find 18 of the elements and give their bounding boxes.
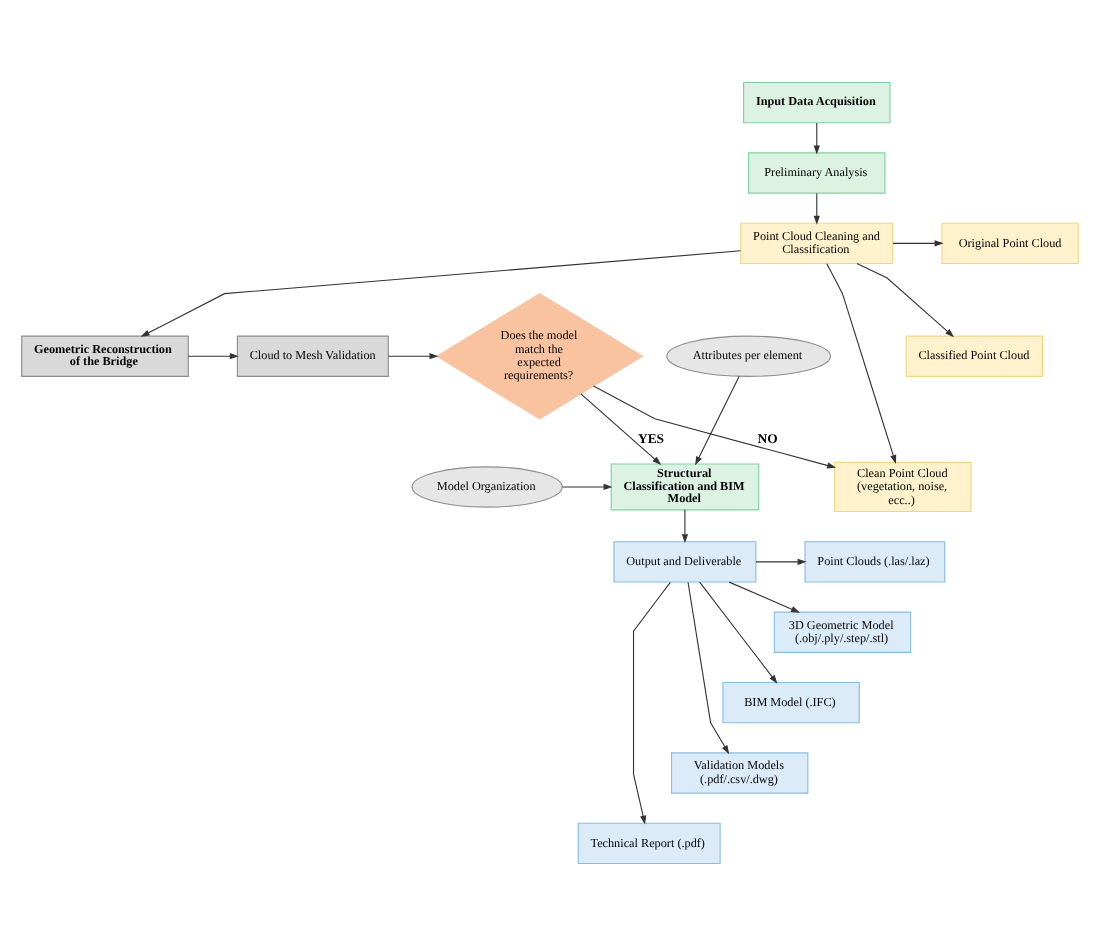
arrow — [687, 580, 730, 754]
arrow — [592, 384, 836, 468]
arrow — [755, 557, 807, 564]
arrow — [695, 374, 740, 465]
arrow — [728, 580, 801, 612]
arrow — [892, 239, 944, 246]
arrow — [580, 392, 662, 464]
arrow — [140, 249, 742, 336]
arrow — [187, 352, 239, 359]
arrow — [699, 580, 778, 683]
arrow — [561, 482, 613, 490]
arrow — [387, 352, 439, 359]
arrow — [681, 508, 689, 543]
arrow — [813, 121, 820, 154]
arrow — [856, 262, 955, 337]
arrow — [632, 580, 671, 824]
arrow — [813, 191, 820, 224]
arrow — [826, 262, 897, 463]
